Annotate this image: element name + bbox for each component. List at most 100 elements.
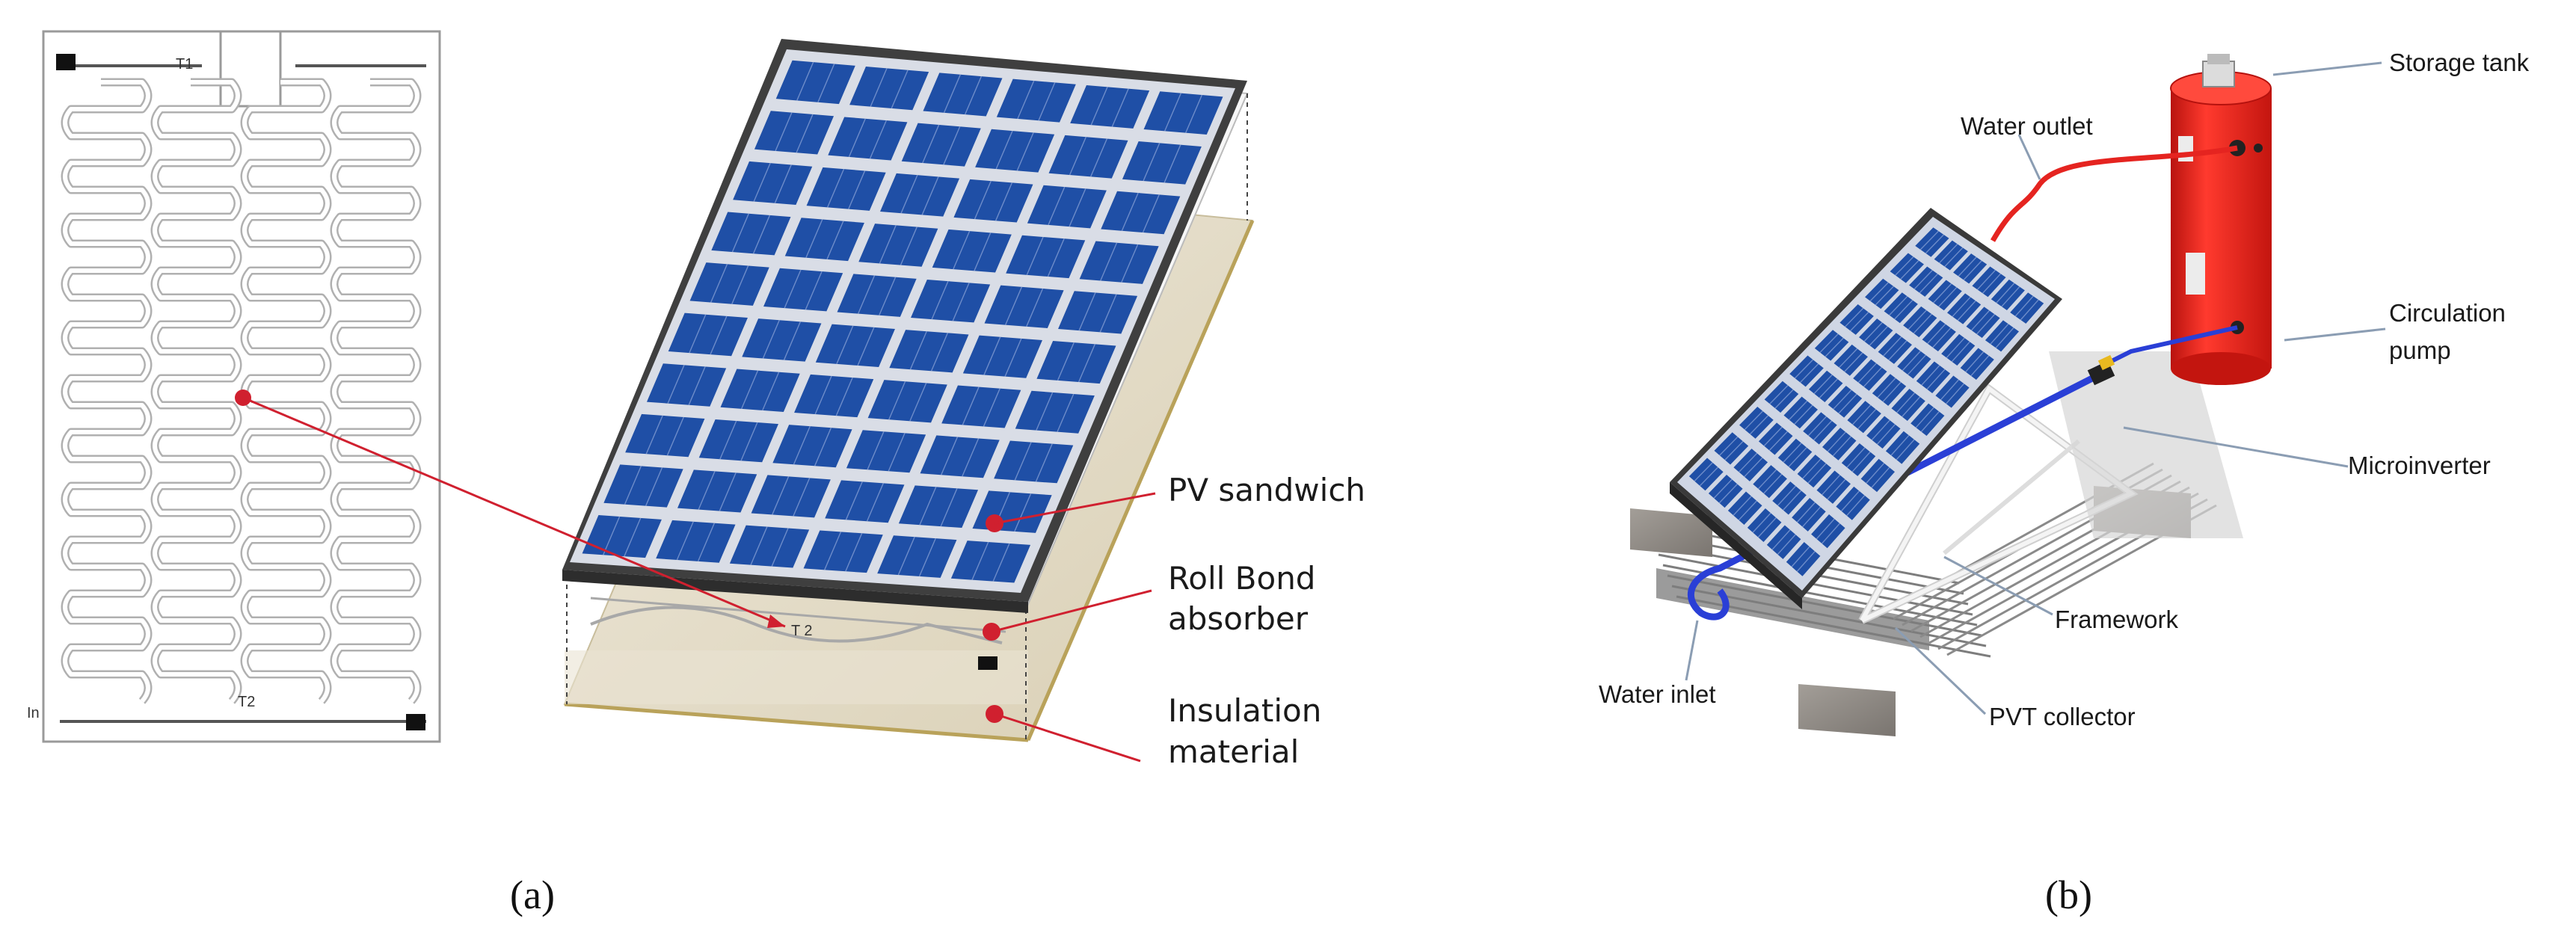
- leader-storage-tank: [2272, 61, 2382, 76]
- pv-cell: [1070, 84, 1150, 129]
- caption-a: (a): [510, 872, 555, 917]
- pv-cell: [932, 229, 1012, 273]
- pv-cell: [849, 67, 929, 111]
- pv-cell: [923, 73, 1003, 117]
- circulation-pump: [2087, 354, 2115, 386]
- pv-cell: [1866, 416, 1901, 449]
- pv-cell: [1822, 428, 1857, 461]
- pv-cell: [1935, 375, 1970, 408]
- pv-cell: [1803, 412, 1837, 445]
- pv-cell: [1928, 280, 1962, 311]
- pv-cell: [1058, 291, 1138, 334]
- pv-cell: [1878, 333, 1912, 364]
- pv-cell: [984, 285, 1064, 328]
- pv-cell: [837, 274, 917, 317]
- pv-cell: [1839, 304, 1874, 335]
- pv-cell: [1688, 458, 1724, 491]
- leader-circulation-pump: [2284, 327, 2386, 342]
- pv-cell: [582, 515, 662, 558]
- leader-pvt-collector: [1894, 626, 1987, 715]
- pv-cell: [1122, 141, 1202, 185]
- absorber-mark-in: In: [27, 705, 40, 721]
- label-water-inlet: Water inlet: [1599, 680, 1716, 708]
- caption-b: (b): [2045, 872, 2092, 917]
- pv-cell: [784, 218, 864, 262]
- pv-cell: [1758, 422, 1793, 455]
- return-pipe: [1687, 374, 2096, 621]
- pv-cell: [754, 111, 834, 155]
- pv-cell: [1753, 465, 1787, 499]
- pv-cell: [1865, 278, 1899, 310]
- pv-cell: [1833, 344, 1868, 376]
- pv-cell: [1027, 185, 1107, 229]
- pv-cell: [1816, 470, 1851, 504]
- pv-cell: [1972, 266, 2006, 298]
- pv-cell: [1890, 253, 1924, 283]
- label-microinverter: Microinverter: [2348, 452, 2491, 479]
- pv-cell: [911, 280, 991, 323]
- pv-cell: [1714, 432, 1749, 465]
- pv-cell: [1915, 227, 1949, 257]
- framework: [1858, 383, 2139, 624]
- pv-cell: [1911, 403, 1945, 437]
- pv-cell: [803, 530, 883, 573]
- pv-cell: [806, 167, 886, 211]
- pv-cell: [1891, 388, 1925, 421]
- pv-cell: [1792, 498, 1826, 532]
- pv-cell: [941, 385, 1021, 428]
- label-circulation-pump-line1: Circulation: [2389, 299, 2506, 327]
- pv-cell: [1828, 385, 1863, 418]
- pv-cell: [1786, 542, 1821, 576]
- pv-cell: [1934, 240, 1968, 271]
- pv-cell: [689, 262, 769, 306]
- pv-cell: [858, 224, 938, 267]
- leader-microinverter: [2123, 426, 2349, 468]
- pv-cell: [828, 117, 908, 161]
- pv-cell: [1841, 443, 1876, 476]
- pv-cell: [1048, 135, 1128, 179]
- pv-cell: [1860, 458, 1895, 493]
- pv-cell: [1101, 191, 1181, 235]
- leader-insulation: [994, 712, 1141, 763]
- pv-cell: [711, 212, 791, 256]
- leader-pv-sandwich: [994, 492, 1156, 525]
- pv-cell: [889, 330, 969, 373]
- pv-cell: [1859, 318, 1893, 350]
- pv-cell: [898, 485, 979, 529]
- pv-cell: [815, 324, 895, 368]
- pv-cell: [1808, 370, 1843, 402]
- pv-cell: [1777, 438, 1813, 472]
- pv-cell: [1006, 235, 1086, 279]
- base-pad: [1798, 684, 1896, 736]
- pv-cell: [794, 374, 874, 418]
- pv-cell: [1953, 253, 1988, 284]
- pv-cell: [901, 123, 981, 167]
- pv-cell: [729, 525, 810, 568]
- pv-collector: [1670, 208, 2062, 609]
- pv-cell: [2010, 292, 2044, 324]
- pv-cell: [1836, 486, 1870, 520]
- label-pvt-collector: PVT collector: [1989, 703, 2136, 730]
- pv-cell: [720, 369, 800, 412]
- pv-cell: [1797, 455, 1832, 488]
- sensor-mark-t2: T 2: [791, 623, 813, 639]
- pv-cell: [1766, 525, 1801, 559]
- pv-cell: [1941, 333, 1976, 366]
- pv-cell: [1922, 320, 1956, 352]
- label-storage-tank: Storage tank: [2389, 49, 2530, 76]
- pv-cell: [656, 520, 736, 563]
- pv-cell: [994, 440, 1074, 484]
- label-framework: Framework: [2055, 606, 2179, 633]
- pv-cell: [1036, 341, 1116, 384]
- label-circulation-pump-line2: pump: [2389, 336, 2451, 364]
- pv-cell: [1991, 279, 2025, 311]
- leader-water-outlet: [2017, 134, 2041, 180]
- pv-cell: [867, 380, 947, 423]
- pv-cell: [1783, 396, 1819, 429]
- pv-cell: [1789, 355, 1824, 387]
- pv-cell: [677, 469, 757, 513]
- pv-cell: [1727, 491, 1762, 526]
- label-pv-sandwich: PV sandwich: [1168, 472, 1365, 508]
- leader-roll-bond: [991, 589, 1152, 633]
